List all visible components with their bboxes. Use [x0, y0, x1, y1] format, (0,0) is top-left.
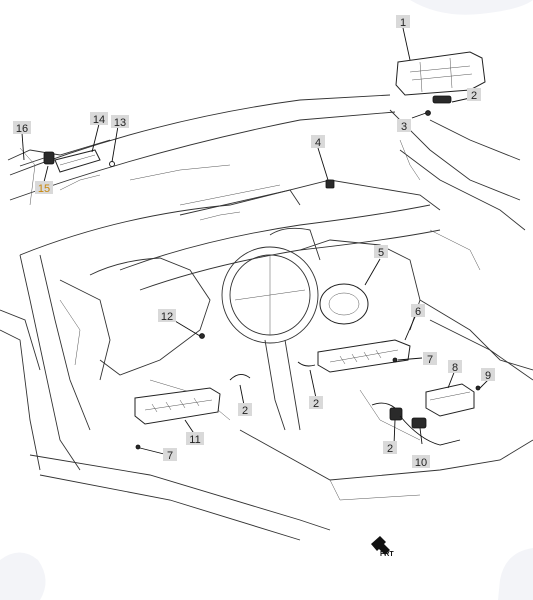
callout-2: 2 [467, 88, 481, 102]
callout-2-lower-right-text: 2 [387, 443, 393, 455]
callout-5-text: 5 [378, 247, 384, 259]
callout-13: 13 [111, 115, 129, 129]
callout-2-lower-right: 2 [383, 441, 397, 455]
callout-2-text: 2 [471, 90, 477, 102]
callout-16: 16 [13, 121, 31, 135]
leader-lines [21, 27, 489, 456]
front-direction-indicator: FRT [371, 536, 394, 558]
front-arrow-icon [371, 536, 390, 555]
callout-10-text: 10 [415, 457, 427, 469]
callout-1: 1 [396, 15, 410, 29]
callout-2-center: 2 [309, 396, 323, 410]
callout-11-text: 11 [189, 434, 200, 446]
callout-2-left-text: 2 [242, 405, 248, 417]
callout-14-text: 14 [93, 114, 105, 126]
callout-4: 4 [311, 135, 325, 149]
callout-5: 5 [374, 245, 388, 259]
callout-14: 14 [90, 112, 108, 126]
sensing-diagnostic-module [389, 383, 475, 429]
callout-labels: 1 2 3 4 5 6 7 8 9 10 2 2 2 11 7 12 13 14… [13, 15, 495, 469]
callout-2-center-text: 2 [313, 398, 319, 410]
callout-16-text: 16 [16, 123, 28, 135]
callout-15-text: 15 [38, 183, 50, 195]
callout-2-left: 2 [238, 403, 252, 417]
callout-10: 10 [412, 455, 430, 469]
callout-6-text: 6 [415, 306, 421, 318]
wiring-harness [229, 361, 461, 446]
callout-7-right-text: 7 [427, 354, 433, 366]
callout-4-text: 4 [315, 137, 321, 149]
left-sensor-assembly [19, 149, 115, 173]
callout-7-right: 7 [423, 352, 437, 366]
callout-12-text: 12 [161, 311, 173, 323]
callout-8-text: 8 [452, 362, 458, 374]
callout-13-text: 13 [114, 117, 126, 129]
callout-9-text: 9 [485, 370, 491, 382]
callout-6: 6 [411, 304, 425, 318]
driver-knee-airbag [134, 387, 221, 425]
passenger-knee-airbag [317, 339, 411, 373]
callout-3-text: 3 [401, 121, 407, 133]
fasteners [135, 110, 481, 450]
callout-3: 3 [397, 119, 411, 133]
callout-7-left: 7 [163, 448, 177, 462]
callout-15: 15 [35, 181, 53, 195]
passenger-airbag-module [395, 51, 486, 104]
callout-9: 9 [481, 368, 495, 382]
callout-7-left-text: 7 [167, 450, 173, 462]
callout-11: 11 [186, 432, 204, 446]
front-direction-label: FRT [380, 551, 394, 558]
callout-1-text: 1 [400, 17, 406, 29]
dashboard-connector [325, 179, 335, 189]
driver-airbag-module [319, 283, 369, 325]
callout-8: 8 [448, 360, 462, 374]
callout-12: 12 [158, 309, 176, 323]
